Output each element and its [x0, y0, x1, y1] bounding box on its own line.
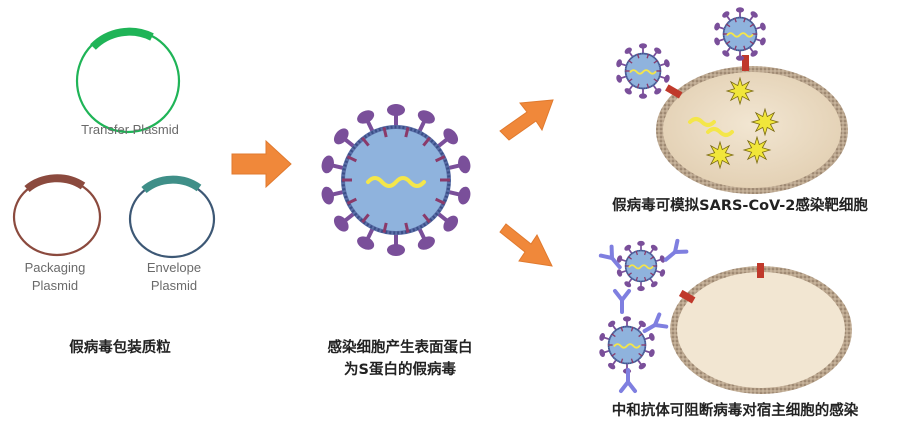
ace2-receptor [742, 55, 749, 71]
rna-strand [706, 127, 734, 137]
arrow-up-right [499, 99, 554, 141]
target-cell-caption: 假病毒可模拟SARS-CoV-2感染靶细胞 [612, 198, 868, 214]
pseudovirus-caption-line2: 为S蛋白的假病毒 [344, 362, 456, 378]
ace2-receptor [757, 263, 764, 278]
rna-strand [688, 117, 716, 127]
target-cell [656, 55, 848, 194]
pseudovirus-caption-line1: 感染细胞产生表面蛋白 [327, 340, 473, 356]
arrow-down-right [499, 223, 553, 267]
transfer-plasmid-label: Transfer Plasmid [81, 122, 179, 137]
arrow-right [231, 139, 292, 189]
protected-cell [670, 263, 852, 394]
packaging-label-line1: Packaging [24, 260, 86, 275]
expression-markers [705, 76, 780, 170]
packaging-plasmid-label: Packaging Plasmid [10, 259, 100, 295]
pseudovirus-caption: 感染细胞产生表面蛋白 为S蛋白的假病毒 [300, 337, 500, 381]
neutralized-pseudovirus [616, 240, 666, 292]
ace2-receptor [678, 289, 696, 304]
central-pseudovirus [321, 104, 471, 256]
ace2-receptor [665, 84, 683, 99]
plasmid-section-caption: 假病毒包装质粒 [69, 340, 171, 356]
envelope-plasmid-label: Envelope Plasmid [129, 259, 219, 295]
envelope-plasmid [128, 175, 216, 259]
envelope-label-line1: Envelope [146, 260, 202, 275]
packaging-label-line2: Plasmid [31, 278, 79, 293]
neutralization-caption: 中和抗体可阻断病毒对宿主细胞的感染 [611, 403, 859, 419]
envelope-label-line2: Plasmid [150, 278, 198, 293]
neutralizing-antibodies [598, 238, 689, 393]
neutralized-pseudovirus [599, 316, 655, 374]
transfer-plasmid [75, 27, 181, 134]
pseudovirus-binding [616, 43, 670, 99]
pseudovirus-binding [714, 7, 766, 61]
packaging-plasmid [12, 174, 102, 257]
